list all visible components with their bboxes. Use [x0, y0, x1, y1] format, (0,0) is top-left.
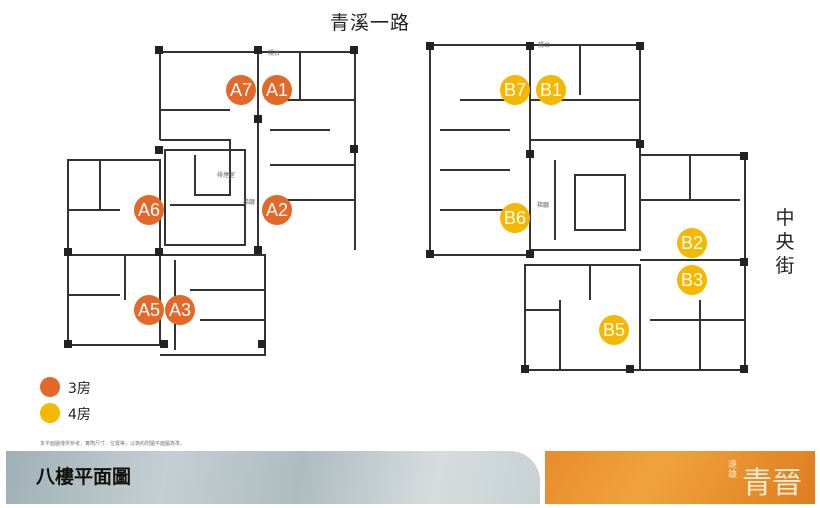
unit-marker-b6[interactable]: B6 — [500, 203, 530, 233]
road-name-top: 青溪一路 — [330, 12, 411, 34]
lobby-label: 梯廳 — [243, 199, 256, 206]
unit-marker-b7[interactable]: B7 — [500, 75, 530, 105]
brand-logo: 青晉 — [742, 466, 802, 501]
floor-title: 八樓平面圖 — [36, 466, 132, 488]
unit-marker-a2[interactable]: A2 — [262, 195, 292, 225]
unit-marker-b1[interactable]: B1 — [536, 75, 566, 105]
unit-marker-a1[interactable]: A1 — [262, 75, 292, 105]
legend-3room-label: 3房 — [68, 381, 91, 397]
legend-4room-swatch — [40, 403, 60, 423]
unit-marker-b2[interactable]: B2 — [677, 228, 707, 258]
legend-3room-swatch — [40, 377, 60, 397]
title-banner — [6, 451, 540, 504]
smoke-room-label: 排煙室 — [217, 172, 236, 179]
disclaimer-note: 本平面圖僅供參考，實際尺寸、位置等，以簽約附圖平面圖為準。 — [40, 441, 186, 447]
brand-subtitle: 遠雄 — [728, 460, 738, 480]
brand-banner — [545, 451, 815, 504]
lobby-label: 梯廳 — [537, 202, 550, 209]
unit-marker-a5[interactable]: A5 — [134, 295, 164, 325]
road-name-right: 中央街 — [775, 207, 795, 277]
unit-marker-a6[interactable]: A6 — [134, 195, 164, 225]
legend-4room-label: 4房 — [68, 407, 91, 423]
balcony-label: 陽台 — [268, 50, 281, 57]
balcony-label: 陽台 — [538, 42, 551, 49]
unit-marker-b5[interactable]: B5 — [599, 315, 629, 345]
unit-marker-a3[interactable]: A3 — [165, 295, 195, 325]
unit-marker-a7[interactable]: A7 — [226, 75, 256, 105]
unit-marker-b3[interactable]: B3 — [677, 265, 707, 295]
